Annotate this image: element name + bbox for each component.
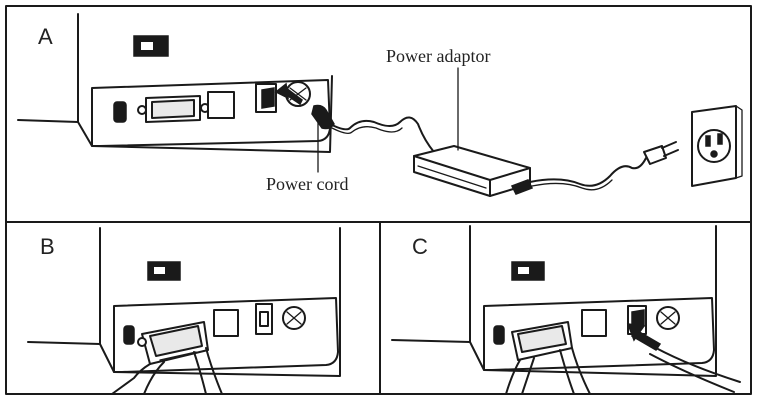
panel-c-printer (391, 225, 717, 377)
power-cord-cable (311, 104, 435, 153)
serial-port-icon (213, 309, 239, 337)
serial-port-icon (207, 91, 235, 119)
dc-jack-icon (123, 325, 135, 345)
panel-c: C (391, 225, 741, 395)
serial-port-icon (581, 309, 607, 337)
parallel-port-icon (137, 95, 210, 123)
panel-a: A (17, 13, 743, 197)
wall-outlet-icon (691, 105, 743, 187)
panel-b-letter: B (40, 234, 55, 259)
parallel-cable (111, 347, 223, 395)
diagram-frame (5, 5, 752, 395)
dc-jack-icon (113, 101, 127, 123)
panel-a-printer (17, 13, 333, 153)
power-adaptor-icon (413, 141, 679, 197)
panel-a-letter: A (38, 24, 53, 49)
parallel-connector-plugged-icon (511, 321, 573, 361)
panel-c-cables (505, 347, 741, 395)
panel-b: B (27, 227, 341, 395)
panel-b-printer (27, 227, 341, 377)
callout-power-cord: Power cord (266, 174, 348, 194)
panel-c-letter: C (412, 234, 428, 259)
callout-power-adaptor: Power adaptor (386, 46, 490, 66)
dc-jack-icon (493, 325, 505, 345)
